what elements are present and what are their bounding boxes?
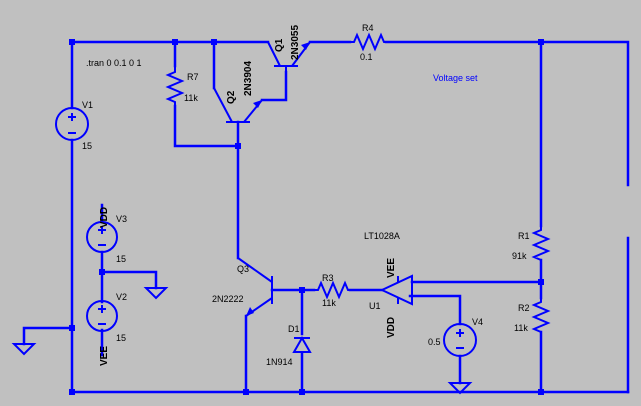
u1-triangle (379, 274, 413, 306)
q2-ref: Q2 (226, 90, 237, 104)
voltage-source-v2[interactable] (86, 300, 118, 332)
wire-vgnd[interactable] (100, 270, 158, 290)
v3-value: 15 (116, 254, 126, 264)
voltage-source-v4[interactable] (443, 323, 477, 357)
q1-model: 2N3055 (290, 25, 301, 60)
wire-left-ground[interactable] (22, 326, 74, 346)
source-circle (443, 323, 477, 357)
r3-ref: R3 (322, 273, 334, 283)
junction-dot (172, 39, 178, 45)
junction-dot (69, 389, 75, 395)
resistor-r4[interactable] (350, 32, 386, 52)
q2-collector-lead (213, 87, 233, 123)
q3-model: 2N2222 (212, 294, 244, 304)
voltage-source-v1[interactable] (55, 107, 89, 141)
junction-dot (69, 39, 75, 45)
voltage-source-v3[interactable] (86, 221, 118, 253)
r1-ref: R1 (518, 231, 530, 241)
spice-directive: .tran 0 0.1 0 1 (86, 58, 142, 68)
junction-dot (299, 287, 305, 293)
d1-model: 1N914 (266, 357, 293, 367)
wire-q1-base[interactable] (260, 70, 288, 102)
resistor-r3[interactable] (314, 280, 350, 300)
net-label-u1-vdd: VDD (386, 317, 397, 338)
voltage-set-note: Voltage set (433, 73, 478, 83)
source-circle (55, 107, 89, 141)
junctions (69, 39, 544, 395)
r3-value: 11k (322, 298, 336, 308)
junction-dot (299, 389, 305, 395)
v3-ref: V3 (116, 214, 127, 224)
wire-r4-right[interactable] (384, 40, 630, 187)
ground-symbol (143, 287, 169, 300)
r2-ref: R2 (518, 303, 530, 313)
ground-symbol (11, 343, 37, 356)
v1-ref: V1 (82, 100, 93, 110)
junction-dot (243, 389, 249, 395)
r4-ref: R4 (362, 23, 374, 33)
transistor-q3[interactable] (237, 257, 273, 317)
junction-dot (538, 279, 544, 285)
junction-dot (211, 39, 217, 45)
junction-dot (538, 389, 544, 395)
plus-sign (98, 305, 106, 313)
d1-triangle (292, 335, 312, 353)
q2-emitter-arrow (253, 100, 262, 108)
wires (22, 40, 630, 394)
junction-dot (99, 269, 105, 275)
net-label-vee: VEE (99, 346, 110, 366)
junction-dot (538, 39, 544, 45)
plus-sign (98, 226, 106, 234)
q3-ref: Q3 (237, 264, 249, 274)
u1-model: LT1028A (364, 231, 400, 241)
opamp-u1[interactable] (379, 274, 413, 306)
r1-value: 91k (512, 251, 527, 261)
v4-ref: V4 (472, 317, 483, 327)
q2-model: 2N3904 (243, 61, 254, 96)
r2-value: 11k (514, 323, 528, 333)
ground-symbol (447, 382, 473, 395)
v1-value: 15 (82, 141, 92, 151)
wire-r7-bottom[interactable] (173, 104, 240, 148)
plus-sign (456, 329, 464, 337)
net-label-u1-vee: VEE (386, 258, 397, 278)
v2-ref: V2 (116, 292, 127, 302)
net-label-vdd: VDD (99, 207, 110, 228)
v2-value: 15 (116, 333, 126, 343)
q1-emitter-arrow (301, 42, 310, 50)
d1-ref: D1 (288, 324, 300, 334)
diode-d1[interactable] (292, 335, 312, 353)
source-circle (86, 300, 118, 332)
r7-value: 11k (184, 93, 198, 103)
r4-value: 0.1 (360, 52, 373, 62)
plus-sign (68, 113, 76, 121)
u1-ref: U1 (369, 301, 381, 311)
transistor-q2[interactable] (213, 87, 263, 123)
q3-collector-lead (237, 257, 273, 283)
transistor-q1[interactable] (267, 41, 311, 72)
junction-dot (235, 143, 241, 149)
resistor-r1[interactable] (531, 226, 551, 261)
resistor-r2[interactable] (531, 298, 551, 333)
v4-value: 0.5 (428, 337, 441, 347)
junction-dot (69, 325, 75, 331)
q1-ref: Q1 (274, 38, 285, 52)
q3-emitter-arrow (246, 307, 254, 316)
r7-ref: R7 (187, 72, 199, 82)
q1-collector-lead (267, 41, 281, 67)
resistor-r7[interactable] (165, 66, 185, 106)
wire-u1-noninv[interactable] (408, 294, 462, 326)
source-circle (86, 221, 118, 253)
